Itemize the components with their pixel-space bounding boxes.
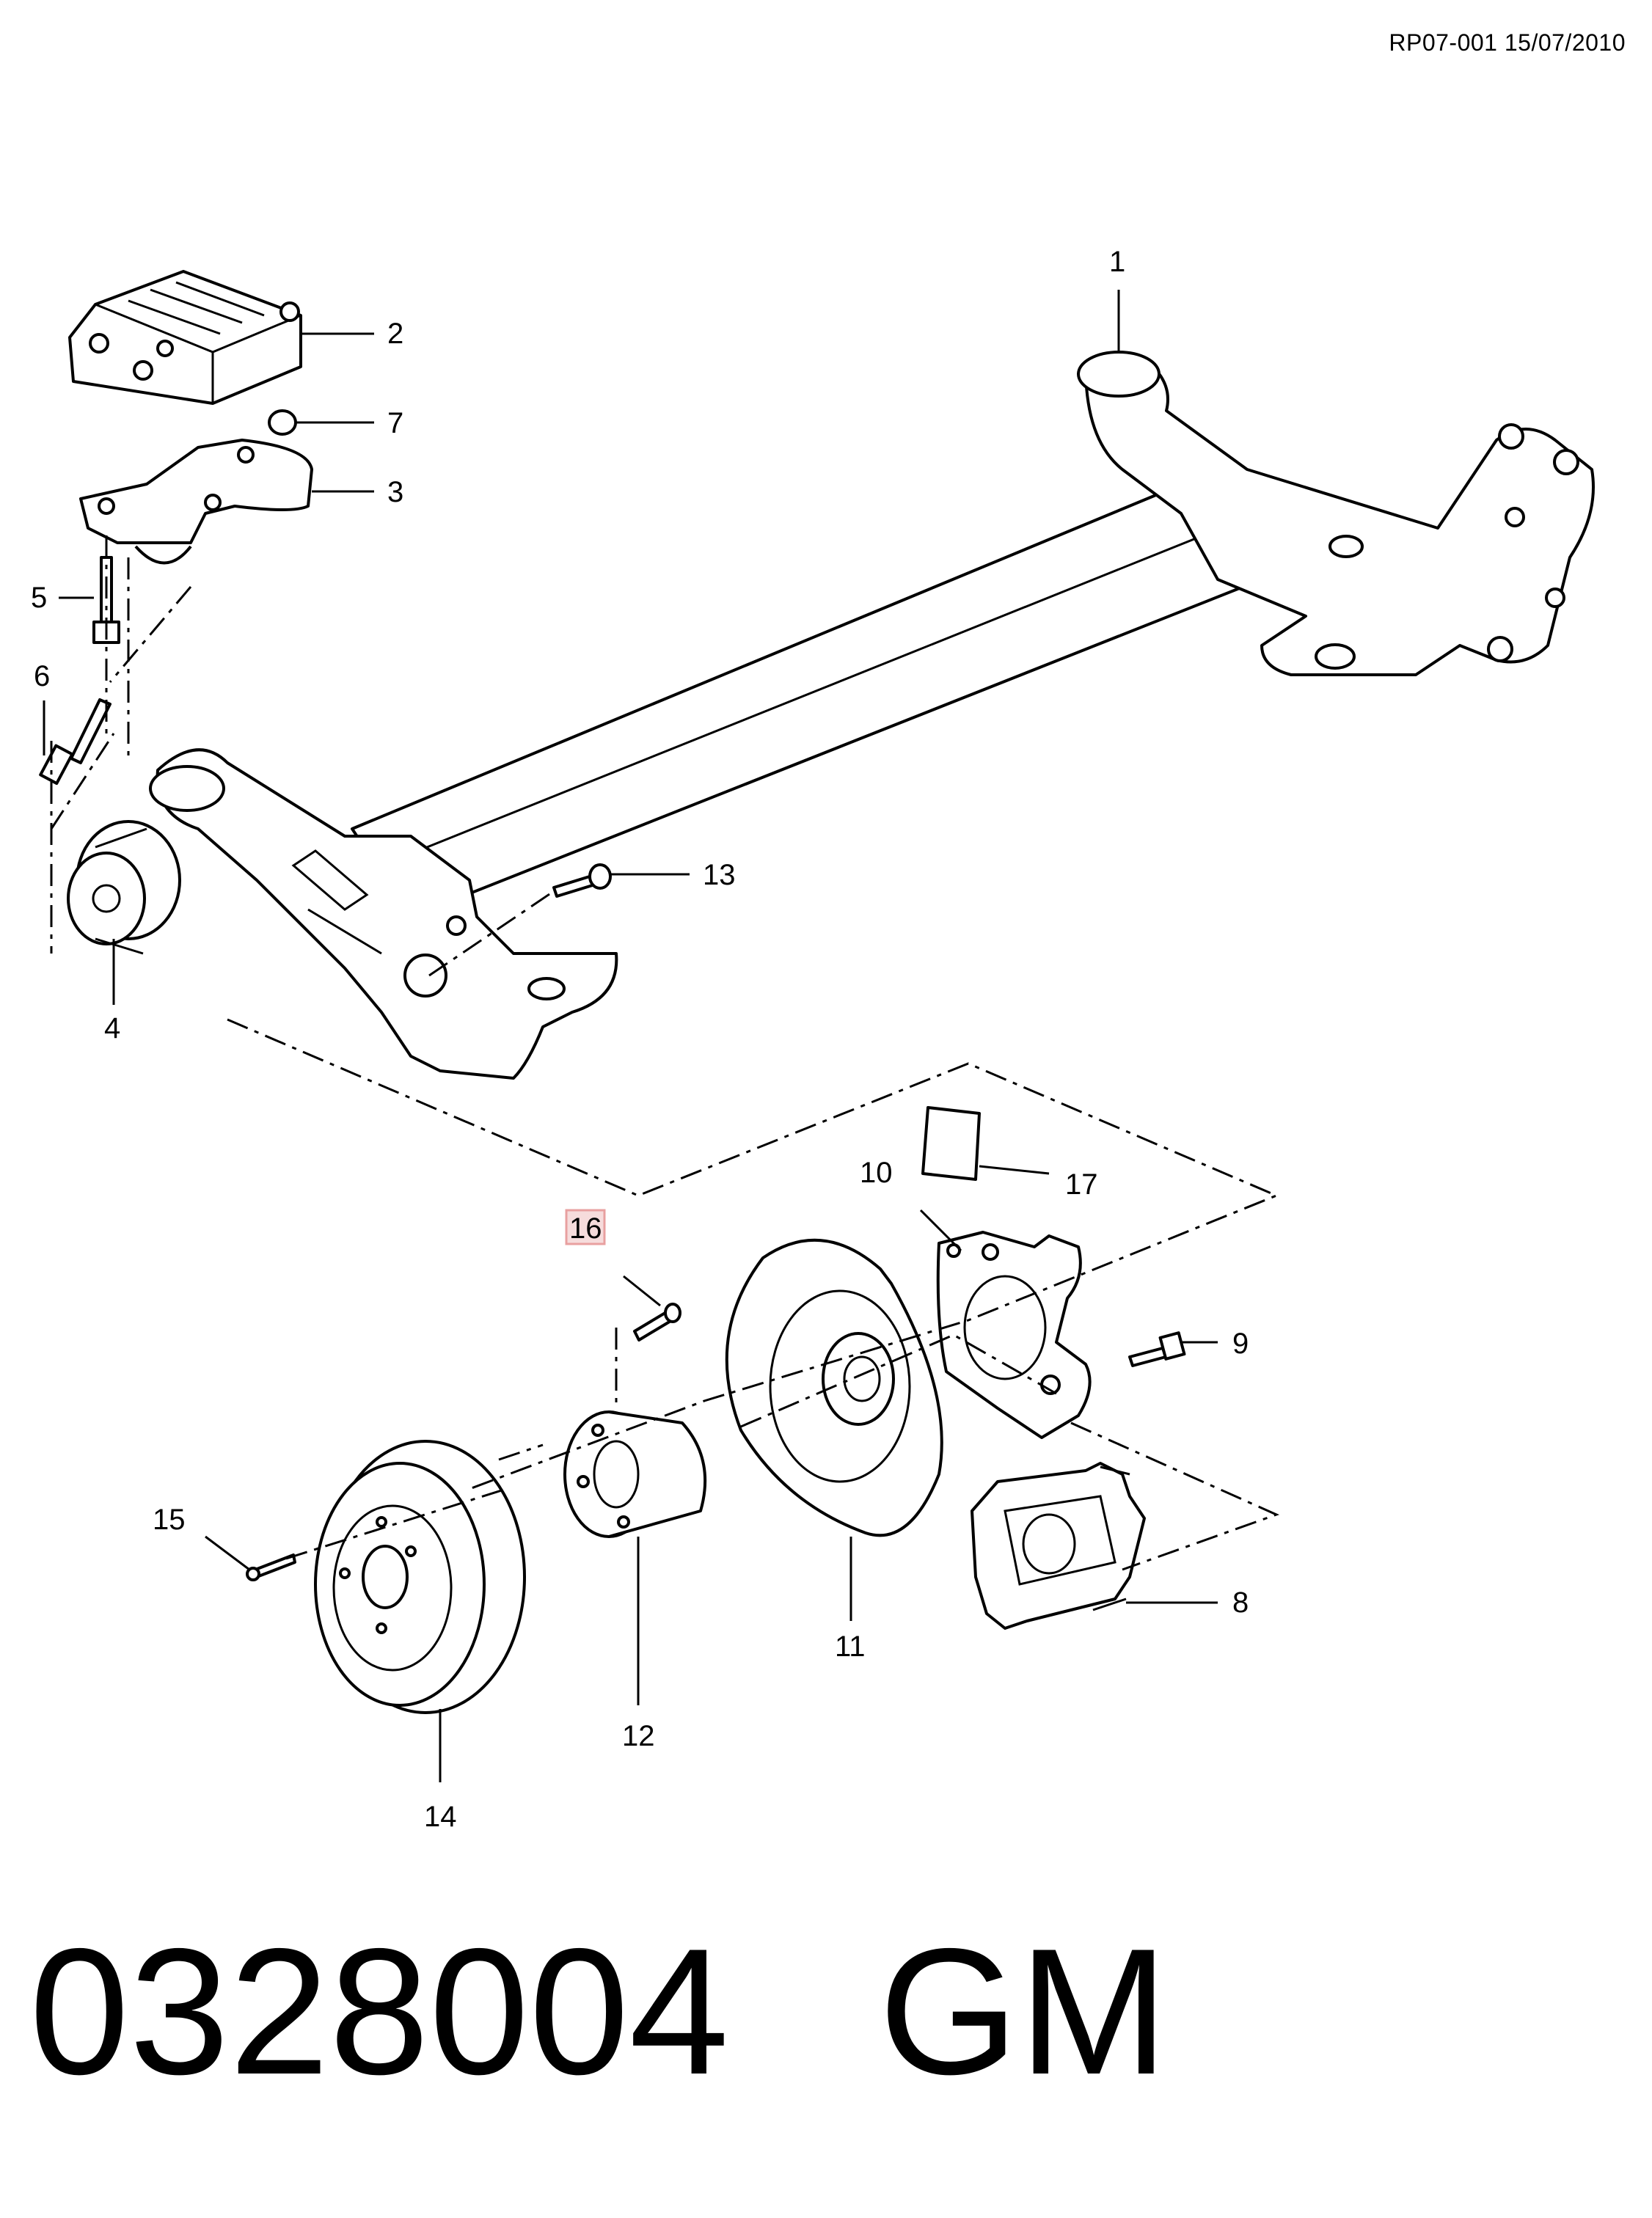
bushing	[67, 820, 181, 955]
leader-lines	[43, 290, 1218, 1782]
callout-3: 3	[387, 476, 403, 508]
mount-bracket	[79, 439, 313, 565]
brake-rotor	[314, 1440, 526, 1714]
callout-16: 16	[569, 1212, 602, 1245]
phantom-line-bolt13	[428, 890, 555, 977]
callout-15: 15	[153, 1504, 186, 1536]
callout-6: 6	[34, 660, 50, 692]
brake-caliper	[971, 1462, 1146, 1630]
part-number-footer: 0328004 GM	[29, 1922, 1169, 2101]
phantom-line-upper	[50, 535, 192, 954]
callout-16-highlight	[565, 1209, 606, 1245]
footer-gap	[729, 1911, 879, 2112]
phantom-outline	[227, 1018, 1280, 1571]
caliper-bracket	[936, 1231, 1092, 1439]
brand-name: GM	[879, 1911, 1169, 2112]
backing-plate	[725, 1238, 943, 1537]
callout-8: 8	[1232, 1586, 1249, 1619]
callout-12: 12	[622, 1720, 655, 1752]
callout-5: 5	[31, 582, 47, 614]
bolt-9	[1128, 1331, 1186, 1367]
callout-11: 11	[835, 1630, 866, 1663]
bolt-13	[552, 863, 612, 898]
washer	[268, 409, 297, 436]
phantom-line-hub	[285, 1328, 618, 1560]
callout-1: 1	[1109, 246, 1125, 278]
callout-2: 2	[387, 318, 403, 350]
wheel-hub	[563, 1410, 707, 1538]
callout-13: 13	[703, 859, 736, 891]
shim	[921, 1106, 981, 1181]
callout-7: 7	[387, 407, 403, 439]
callout-14: 14	[424, 1801, 457, 1833]
callout-4: 4	[104, 1012, 120, 1044]
rear-axle-beam	[149, 351, 1595, 1080]
callout-10: 10	[860, 1157, 893, 1189]
drawing-reference: RP07-001 15/07/2010	[1389, 29, 1626, 56]
mount-housing	[68, 270, 302, 405]
screw-15	[246, 1553, 296, 1581]
callout-9: 9	[1232, 1328, 1249, 1360]
callout-17: 17	[1065, 1168, 1098, 1201]
part-number: 0328004	[29, 1911, 729, 2112]
bolt-16	[633, 1303, 681, 1342]
callout-labels: 1 2 3 4 5 6 7 8 9 10 11 12 13 14 15 16 1…	[31, 246, 1249, 1833]
